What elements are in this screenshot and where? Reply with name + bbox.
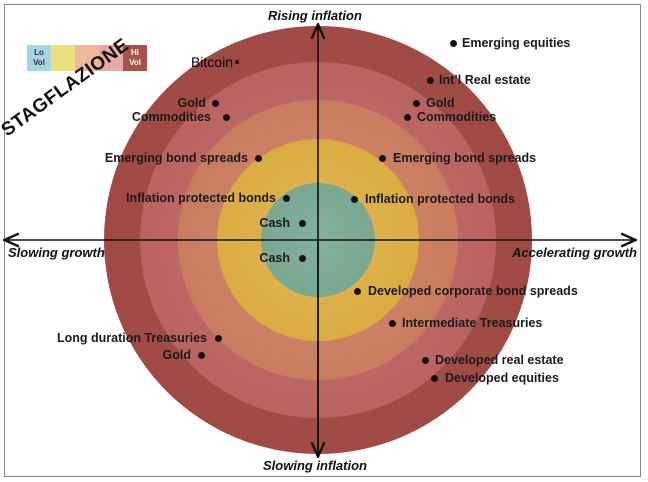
dot [215, 335, 222, 342]
label-commodities-reflation: Commodities [417, 110, 497, 124]
dot [283, 195, 290, 202]
label-intl-real-estate: Int’l Real estate [439, 73, 531, 87]
dot [198, 352, 205, 359]
label-gold-reflation: Gold [426, 96, 455, 110]
dot [422, 357, 429, 364]
dot [255, 155, 262, 162]
axis-label-bottom: Slowing inflation [263, 458, 367, 473]
dot [431, 375, 438, 382]
dot [351, 196, 358, 203]
label-emerging-bond-spreads-right: Emerging bond spreads [393, 151, 537, 165]
label-inflation-protected-bonds-left: Inflation protected bonds [126, 191, 276, 205]
label-commodities-stagflation: Commodities [131, 110, 211, 124]
dot [379, 155, 386, 162]
label-cash-lower: Cash [259, 251, 290, 265]
dot [299, 220, 306, 227]
dot [212, 100, 219, 107]
axis-label-left: Slowing growth [8, 245, 105, 260]
dot [413, 100, 420, 107]
dot [427, 77, 434, 84]
label-gold-deflation: Gold [162, 348, 191, 362]
label-inflation-protected-bonds-right: Inflation protected bonds [365, 192, 515, 206]
label-cash-upper: Cash [259, 216, 290, 230]
label-developed-equities: Developed equities [445, 371, 559, 385]
axis-label-right: Accelerating growth [512, 245, 637, 260]
dot [450, 40, 457, 47]
dot [223, 114, 230, 121]
legend-swatch [99, 45, 123, 71]
label-developed-real-estate: Developed real estate [435, 353, 564, 367]
dot [404, 114, 411, 121]
dot [354, 288, 361, 295]
label-gold-stagflation: Gold [177, 96, 206, 110]
label-developed-corporate-bond-spreads: Developed corporate bond spreads [368, 284, 578, 298]
axis-label-top: Rising inflation [268, 8, 362, 23]
label-emerging-equities: Emerging equities [462, 36, 571, 50]
legend-swatch [51, 45, 75, 71]
label-bitcoin: Bitcoin [190, 54, 233, 70]
label-intermediate-treasuries: Intermediate Treasuries [402, 316, 543, 330]
dot [299, 255, 306, 262]
dot [389, 320, 396, 327]
legend-swatch [75, 45, 99, 71]
label-long-duration-treasuries: Long duration Treasuries [56, 331, 207, 345]
dot-bitcoin [235, 60, 239, 64]
label-emerging-bond-spreads-left: Emerging bond spreads [104, 151, 248, 165]
